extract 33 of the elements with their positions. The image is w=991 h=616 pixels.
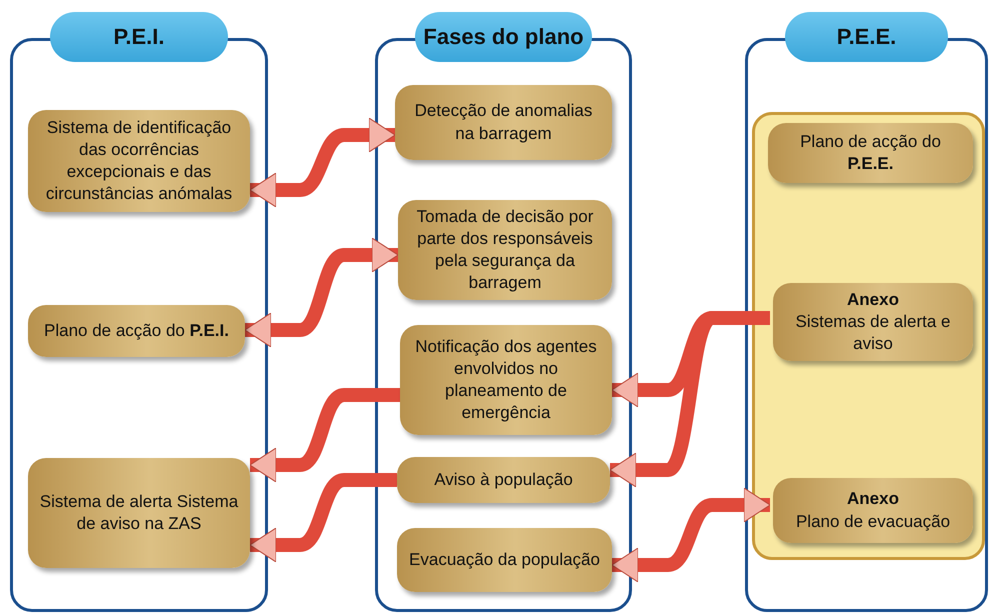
panel-header: Fases do plano — [415, 12, 592, 62]
box-text: Plano de acção do P.E.I. — [44, 320, 229, 342]
process-box — [773, 478, 973, 543]
box-text: Evacuação da população — [409, 548, 600, 571]
arrow — [244, 238, 398, 348]
arrow — [250, 118, 396, 208]
process-box — [28, 110, 250, 212]
box-heading: Anexo — [847, 288, 899, 311]
arrow — [250, 388, 400, 482]
panel-header: P.E.E. — [785, 12, 948, 62]
process-box — [28, 458, 250, 568]
process-box — [773, 283, 973, 361]
box-text: Tomada de decisão por parte dos responsáveis pela segurança da barragem — [416, 206, 594, 294]
group-box — [752, 112, 985, 560]
box-text: Sistema de identificação das ocorrências excepcionais e das circunstâncias anómalas — [44, 116, 234, 206]
box-text: Notificação dos agentes envolvidos no planeamento de emergência — [414, 336, 598, 424]
process-box — [400, 325, 612, 435]
process-box — [398, 200, 612, 300]
arrow — [250, 473, 397, 562]
box-text: Detecção de anomalias na barragem — [414, 100, 594, 144]
box-text: Sistema de alerta Sistema de aviso na ZAS — [38, 490, 240, 535]
process-box — [28, 305, 245, 357]
panel-header: P.E.I. — [50, 12, 228, 62]
arrow — [612, 488, 770, 582]
process-box — [768, 123, 973, 183]
box-text: Aviso à população — [434, 468, 573, 491]
box-text: Plano de acção do P.E.E. — [799, 130, 942, 175]
box-heading: Anexo — [847, 488, 899, 510]
process-box — [397, 457, 610, 503]
process-box — [397, 528, 612, 592]
box-text: Sistemas de alerta e aviso — [794, 310, 952, 356]
process-box — [395, 85, 612, 160]
box-text: Plano de evacuação — [796, 510, 950, 533]
